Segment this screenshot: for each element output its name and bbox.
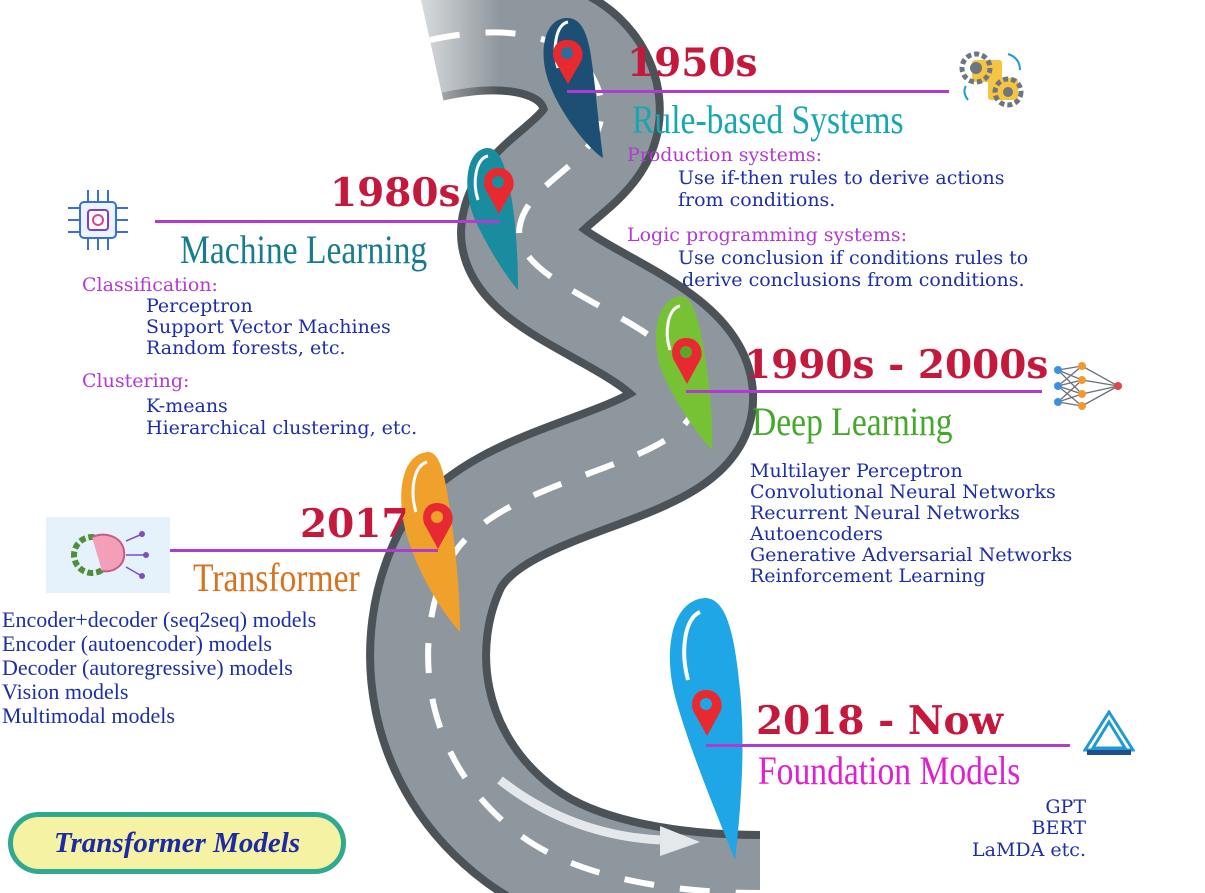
transformer-list: Encoder+decoder (seq2seq) models Encoder…: [2, 608, 316, 728]
rule-item-4: derive conclusions from conditions.: [682, 269, 1025, 291]
pin-1950s: [543, 18, 603, 158]
fm-item-bert: BERT: [1031, 817, 1086, 839]
ml-item-hierarchical: Hierarchical clustering, etc.: [146, 417, 418, 439]
rule-item-1: Use if-then rules to derive actions: [678, 167, 1005, 189]
transformer-models-badge: Transformer Models: [8, 812, 346, 874]
dl-item-rl: Reinforcement Learning: [750, 565, 986, 587]
road-arrow: [497, 776, 661, 845]
group-heading-classification: Classification:: [82, 274, 218, 296]
dl-item-rnn: Recurrent Neural Networks: [750, 502, 1020, 524]
era-title-transformer: Transformer: [193, 555, 360, 600]
ml-item-k-means: K-means: [146, 395, 228, 417]
road-fade: [380, 0, 500, 110]
neural-network-icon: [1054, 362, 1122, 410]
badge-label: Transformer Models: [53, 826, 301, 859]
era-year-1990s: 1990s - 2000s: [744, 342, 1049, 388]
dl-item-autoencoders: Autoencoders: [750, 523, 883, 545]
tf-item-autoencoder: Encoder (autoencoder) models: [2, 631, 272, 656]
tf-item-multimodal: Multimodal models: [2, 703, 175, 728]
fm-item-lamda: LaMDA etc.: [972, 839, 1086, 861]
dl-item-mlp: Multilayer Perceptron: [750, 460, 963, 482]
tf-item-vision: Vision models: [2, 679, 129, 704]
dl-item-gan: Generative Adversarial Networks: [750, 544, 1073, 566]
era-year-2018: 2018 - Now: [756, 698, 1004, 744]
pin-1990s: [655, 296, 713, 450]
rule-item-2: from conditions.: [678, 189, 836, 211]
rule-item-3: Use conclusion if conditions rules to: [678, 247, 1029, 269]
connector-1980s: [155, 220, 500, 223]
pin-2018: [669, 598, 743, 860]
gears-icon: [959, 51, 1024, 108]
tf-item-seq2seq: Encoder+decoder (seq2seq) models: [2, 607, 317, 632]
group-heading-logic-programming: Logic programming systems:: [627, 224, 908, 246]
pin-2017: [401, 452, 460, 632]
ml-item-svm: Support Vector Machines: [146, 316, 391, 338]
era-year-1980s: 1980s: [330, 170, 461, 216]
group-heading-clustering: Clustering:: [82, 370, 190, 392]
deep-learning-list: Multilayer Perceptron Convolutional Neur…: [750, 461, 1072, 587]
ai-chip-icon: [68, 190, 128, 250]
group-heading-production-systems: Production systems:: [627, 144, 823, 166]
road-arrow-head: [660, 826, 700, 856]
connector-2018: [706, 744, 1070, 747]
connector-2017: [150, 549, 438, 552]
tf-item-autoregressive: Decoder (autoregressive) models: [2, 655, 293, 680]
pin-1980s: [467, 148, 518, 290]
era-title-foundation: Foundation Models: [758, 748, 1021, 793]
ml-item-perceptron: Perceptron: [146, 295, 253, 317]
connector-1990s: [686, 390, 1042, 393]
ai-brain-icon: [46, 517, 170, 593]
era-title-rule-based: Rule-based Systems: [632, 97, 904, 142]
era-title-deep-learning: Deep Learning: [752, 399, 953, 444]
era-year-2017: 2017: [300, 501, 409, 547]
fm-item-gpt: GPT: [1045, 796, 1086, 818]
layered-triangle-logo-icon: [1083, 710, 1135, 755]
connector-1950s: [567, 90, 949, 93]
era-year-1950s: 1950s: [627, 40, 758, 86]
era-title-machine-learning: Machine Learning: [180, 227, 428, 272]
dl-item-cnn: Convolutional Neural Networks: [750, 481, 1056, 503]
ml-item-random-forests: Random forests, etc.: [146, 337, 346, 359]
